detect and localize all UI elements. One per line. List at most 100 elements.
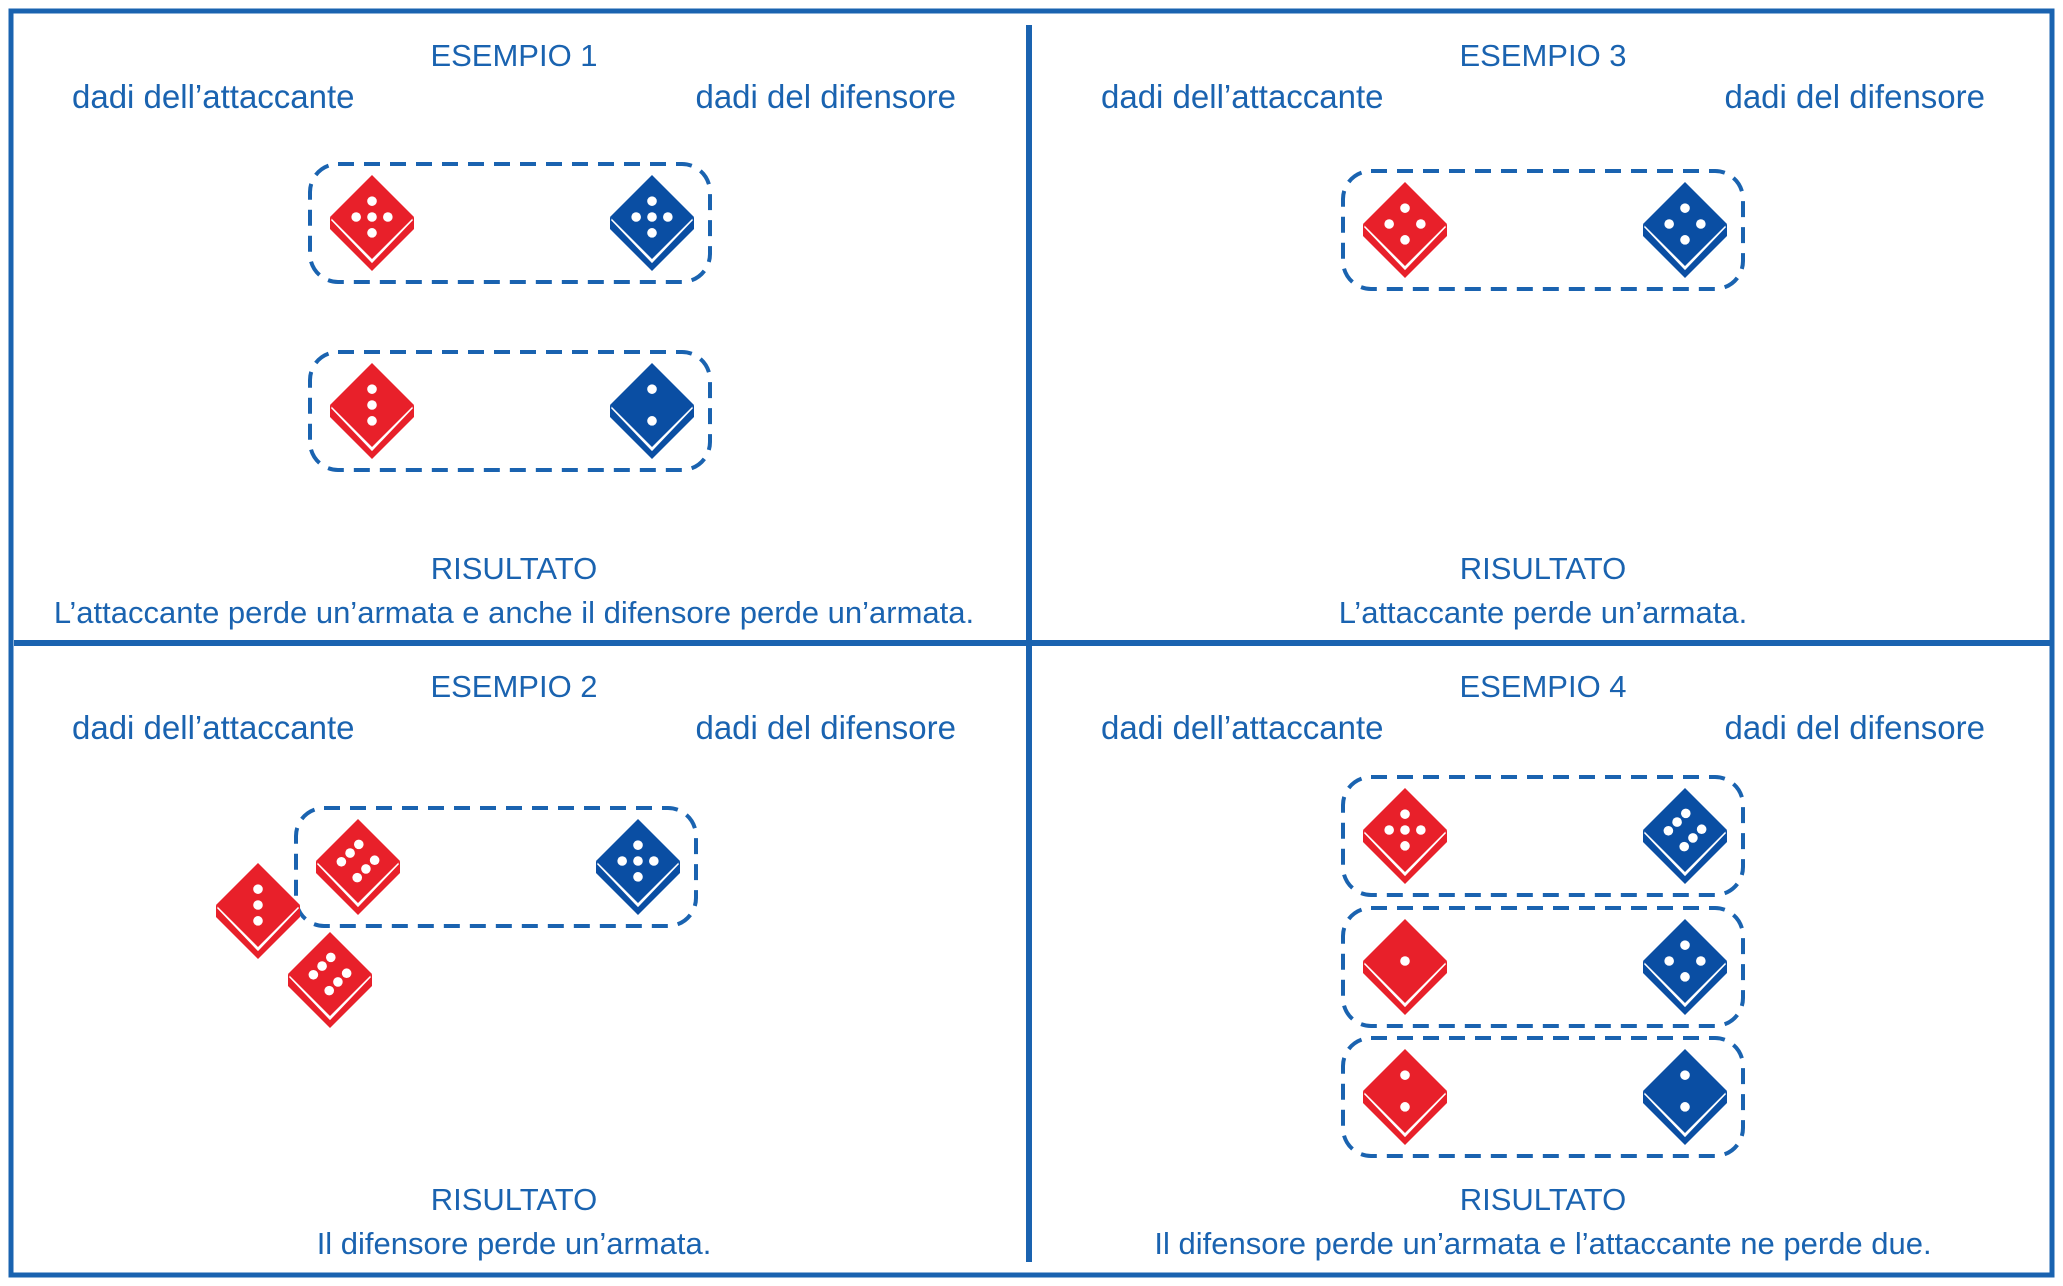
die-pip [633, 856, 643, 866]
die-pip [361, 864, 371, 874]
die-pip [663, 212, 673, 222]
die-pip [1680, 808, 1691, 819]
die-pip [1400, 203, 1410, 213]
die-edge [288, 974, 372, 1021]
die-face [316, 819, 400, 903]
defender-die [610, 175, 694, 271]
die-pip [341, 968, 352, 979]
result-title: RISULTATO [431, 551, 598, 586]
result-text: Il difensore perde un’armata. [317, 1226, 712, 1261]
die-face [1363, 1049, 1447, 1133]
die-pip [1400, 1102, 1410, 1112]
die-pip [1679, 841, 1690, 852]
die-pip [369, 855, 380, 866]
die-pip [325, 952, 336, 963]
extra-attacker-die [216, 863, 300, 959]
die-pip [647, 384, 657, 394]
die-pip [367, 400, 377, 410]
die-edge [330, 217, 414, 264]
die-pip [253, 916, 263, 926]
pair-dashed-box [308, 350, 712, 472]
die-pip [352, 872, 363, 883]
defender-die [1643, 919, 1727, 1015]
attacker-label: dadi dell’attaccante [1101, 709, 1384, 746]
die-face [1643, 788, 1727, 872]
die-pip [1416, 825, 1426, 835]
pair-dashed-box [1341, 1036, 1745, 1158]
die-face [288, 932, 372, 1016]
attacker-die [330, 363, 414, 459]
die-pip [367, 384, 377, 394]
die-pip [1400, 1070, 1410, 1080]
die-pip [1680, 235, 1690, 245]
die-edge [1643, 961, 1727, 1008]
die-pip [308, 969, 319, 980]
die-pip [1384, 219, 1394, 229]
die-pip [1384, 825, 1394, 835]
die-pip [1400, 956, 1410, 966]
die-pip [633, 872, 643, 882]
die-face [1643, 1049, 1727, 1133]
attacker-die [330, 175, 414, 271]
die-pip [1663, 825, 1674, 836]
die-pip [317, 961, 327, 971]
die-pip [647, 212, 657, 222]
die-pip [647, 228, 657, 238]
die-pip [1400, 841, 1410, 851]
die-face [610, 363, 694, 447]
die-face [1363, 182, 1447, 266]
die-edge [330, 405, 414, 452]
die-pip [647, 416, 657, 426]
die-pip [1680, 203, 1690, 213]
attacker-die [1363, 1049, 1447, 1145]
die-pip [1696, 824, 1707, 835]
defender-die [1643, 788, 1727, 884]
panel-title: ESEMPIO 4 [1459, 669, 1626, 704]
die-pip [1696, 956, 1706, 966]
die-edge [1363, 1091, 1447, 1138]
die-pip [367, 416, 377, 426]
die-pip [1400, 825, 1410, 835]
die-pip [647, 196, 657, 206]
result-text: Il difensore perde un’armata e l’attacca… [1154, 1226, 1931, 1261]
die-pip [1688, 833, 1698, 843]
die-edge [610, 217, 694, 264]
die-pip [367, 196, 377, 206]
panel-title: ESEMPIO 2 [430, 669, 597, 704]
pair-dashed-box [308, 162, 712, 284]
panel-title: ESEMPIO 1 [430, 38, 597, 73]
die-pip [353, 839, 364, 850]
die-edge [1643, 1091, 1727, 1138]
defender-die [610, 363, 694, 459]
die-pip [253, 900, 263, 910]
die-pip [351, 212, 361, 222]
die-pip [1680, 940, 1690, 950]
die-edge [610, 405, 694, 452]
result-text: L’attaccante perde un’armata. [1339, 595, 1747, 630]
die-edge [596, 861, 680, 908]
die-face [1643, 919, 1727, 1003]
die-pip [336, 856, 347, 867]
panel-title: ESEMPIO 3 [1459, 38, 1626, 73]
die-pip [1696, 219, 1706, 229]
defender-label: dadi del difensore [695, 709, 956, 746]
die-pip [333, 977, 343, 987]
attacker-die [316, 819, 400, 915]
die-pip [253, 884, 263, 894]
die-pip [631, 212, 641, 222]
die-pip [1672, 817, 1682, 827]
die-pip [1680, 1102, 1690, 1112]
extra-attacker-die [288, 932, 372, 1028]
attacker-label: dadi dell’attaccante [1101, 78, 1384, 115]
die-edge [1363, 830, 1447, 877]
die-pip [1680, 1070, 1690, 1080]
die-pip [383, 212, 393, 222]
pair-dashed-box [1341, 906, 1745, 1028]
die-pip [1400, 235, 1410, 245]
result-title: RISULTATO [431, 1182, 598, 1217]
result-title: RISULTATO [1460, 551, 1627, 586]
defender-die [596, 819, 680, 915]
pair-dashed-box [1341, 169, 1745, 291]
defender-die [1643, 182, 1727, 278]
